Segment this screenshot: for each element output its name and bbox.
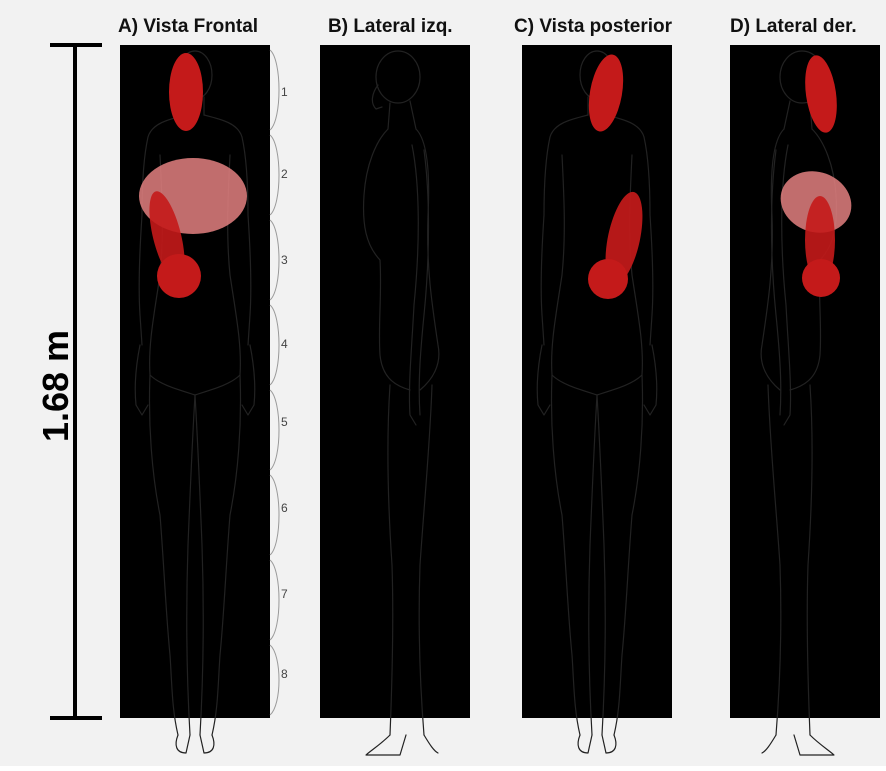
- segment-label-4: 4: [281, 337, 288, 351]
- panel-title-b: B) Lateral izq.: [328, 16, 453, 37]
- panel-c-grid: [522, 45, 672, 718]
- panel-title-d: D) Lateral der.: [730, 16, 857, 37]
- height-label: 1.68 m: [35, 330, 76, 442]
- segment-label-2: 2: [281, 167, 288, 181]
- panel-a-grid: [120, 45, 270, 718]
- panel-a-front-view: 1 2 3 4 5 6 7 8: [120, 45, 288, 753]
- panel-c-posterior-view: [522, 45, 672, 753]
- panel-b-grid: [320, 45, 470, 718]
- pain-region-lower-back: [588, 259, 628, 299]
- segment-label-3: 3: [281, 253, 288, 267]
- panel-d-right-lateral: [730, 45, 880, 755]
- pain-region-side-lower: [802, 259, 840, 297]
- panel-title-a: A) Vista Frontal: [118, 16, 258, 37]
- pain-region-lower-chest: [157, 254, 201, 298]
- segment-label-6: 6: [281, 501, 288, 515]
- segment-label-5: 5: [281, 415, 288, 429]
- segment-label-7: 7: [281, 587, 288, 601]
- segment-label-1: 1: [281, 85, 288, 99]
- panel-d-grid: [730, 45, 880, 718]
- pain-region-head: [169, 53, 203, 131]
- segment-label-8: 8: [281, 667, 288, 681]
- panel-title-c: C) Vista posterior: [514, 16, 673, 37]
- panel-b-left-lateral: [320, 45, 470, 755]
